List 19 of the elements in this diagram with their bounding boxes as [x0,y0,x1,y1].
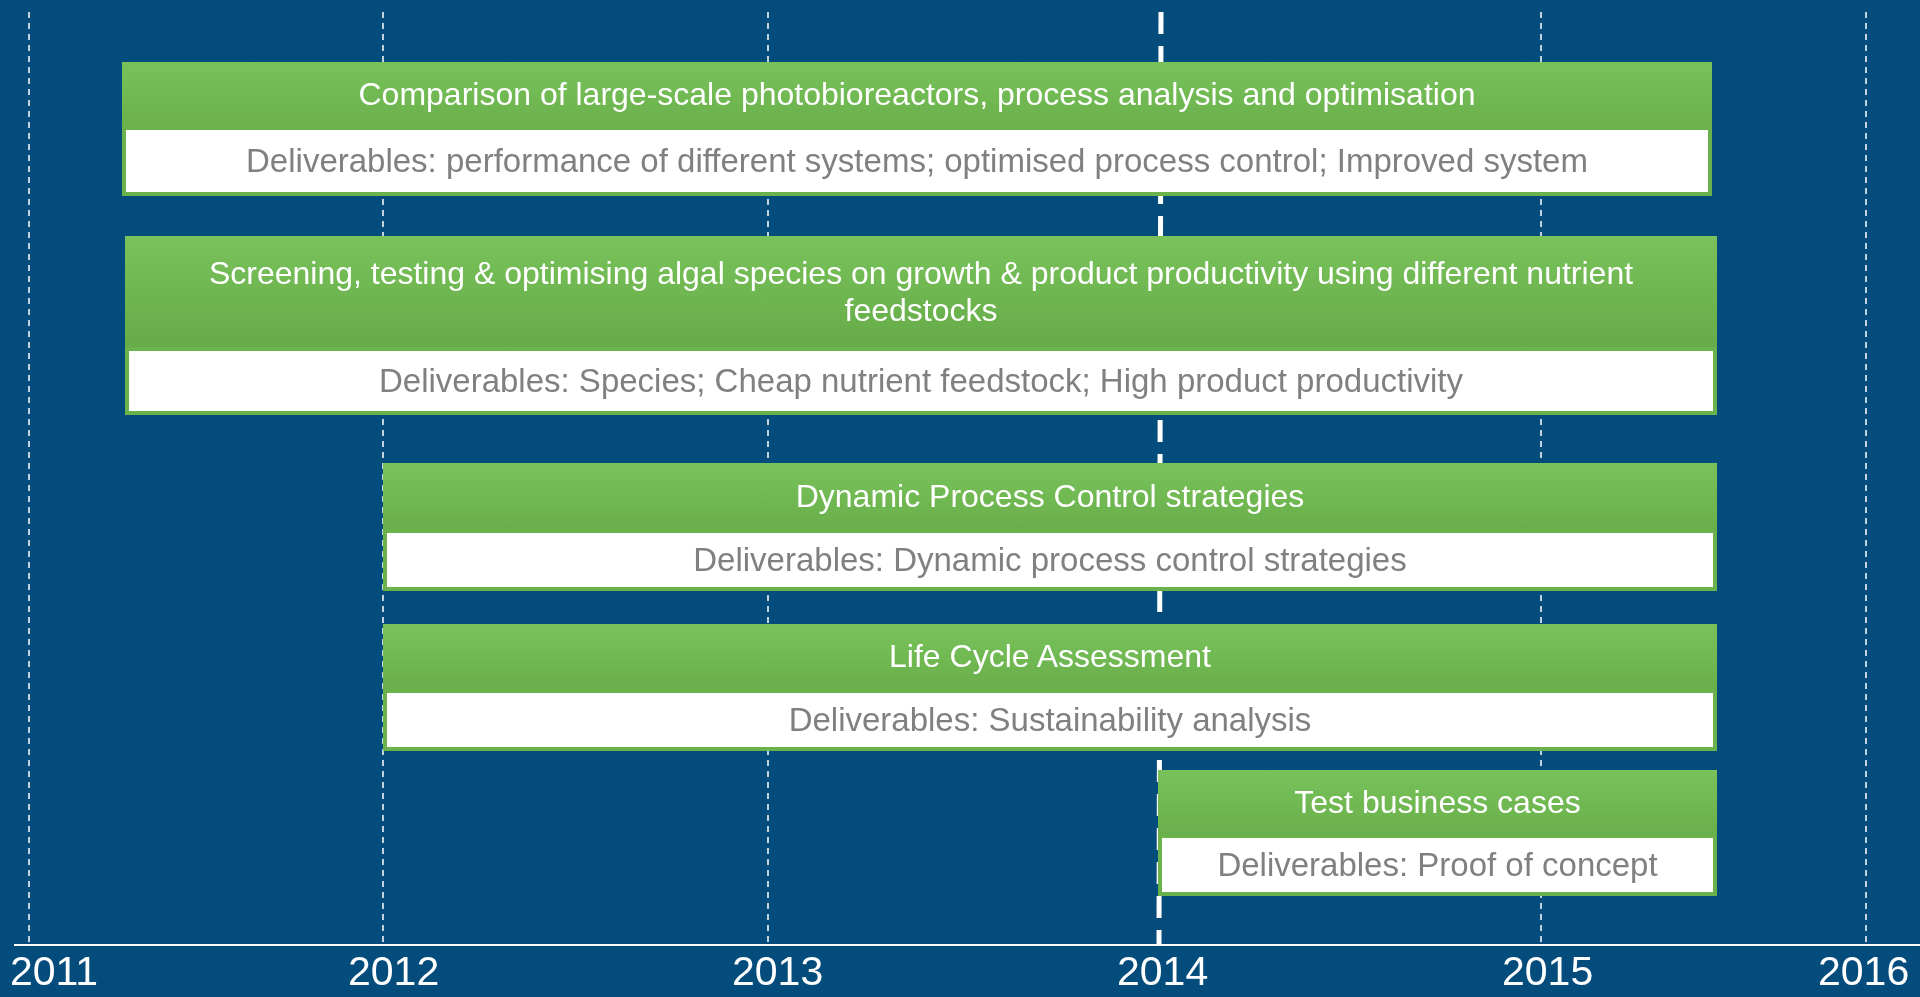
year-label: 2013 [732,948,824,994]
deliverables-text: Deliverables: Species; Cheap nutrient feedstock; High product productivity [125,347,1717,415]
task-bar [383,624,1717,751]
year-label: 2015 [1502,948,1594,994]
task-bar [383,463,1717,591]
task-title: Comparison of large-scale photobioreactors, process analysis and optimisation [358,75,1476,113]
year-label: 2011 [10,948,99,994]
deliverables-text: Deliverables: Sustainability analysis [383,689,1717,751]
task-title: Screening, testing & optimising algal species on growth & product productivity using different nutrient feedstocks [207,254,1635,329]
task-bar [1158,770,1717,896]
year-label: 2016 [1818,948,1910,994]
deliverables-text: Deliverables: Dynamic process control strategies [383,529,1717,591]
task-title: Life Cycle Assessment [889,638,1211,675]
task-title: Test business cases [1294,783,1581,821]
task-title: Dynamic Process Control strategies [795,477,1305,515]
task-bar [122,62,1712,196]
year-label: 2012 [348,948,440,994]
task-bar [125,236,1717,415]
year-label: 2014 [1117,948,1209,994]
